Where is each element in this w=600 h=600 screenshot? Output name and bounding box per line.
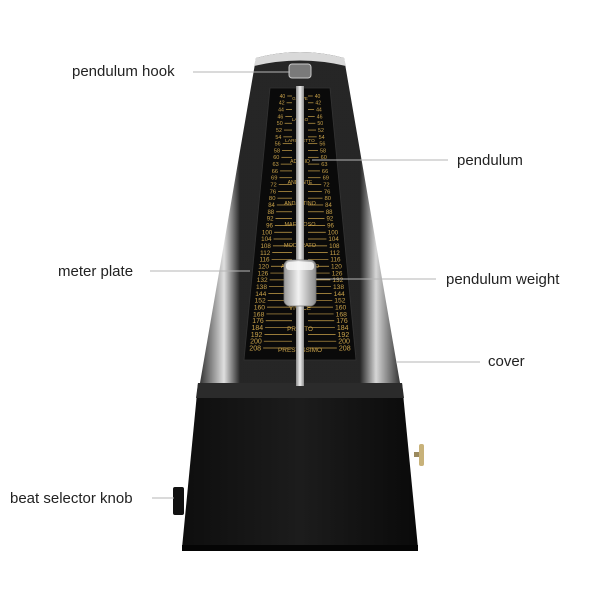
scale-number-right: 208 — [339, 344, 351, 352]
scale-number-right: 50 — [317, 121, 323, 127]
scale-number-right: 176 — [336, 318, 348, 325]
scale-number-right: 54 — [319, 135, 325, 141]
scale-number-left: 60 — [273, 155, 279, 161]
scale-number-right: 160 — [335, 305, 347, 312]
label-pendulum-weight: pendulum weight — [446, 271, 560, 288]
scale-number-left: 40 — [280, 94, 286, 100]
winding-key-icon[interactable] — [414, 444, 424, 466]
scale-number-left: 100 — [262, 229, 273, 236]
scale-number-right: 116 — [330, 257, 341, 264]
scale-number-right: 40 — [315, 94, 321, 100]
scale-number-right: 144 — [334, 291, 345, 298]
scale-number-left: 76 — [270, 189, 276, 195]
scale-number-right: 138 — [333, 284, 344, 291]
label-cover: cover — [488, 353, 525, 370]
scale-number-left: 54 — [275, 135, 281, 141]
scale-number-right: 66 — [322, 169, 328, 175]
scale-number-left: 160 — [254, 305, 266, 312]
scale-number-right: 58 — [320, 148, 326, 154]
scale-number-left: 112 — [260, 250, 271, 257]
scale-number-right: 76 — [324, 189, 330, 195]
scale-number-right: 112 — [330, 250, 341, 257]
scale-number-left: 80 — [269, 196, 276, 202]
scale-number-left: 44 — [278, 107, 284, 113]
scale-number-left: 116 — [259, 257, 270, 264]
scale-number-left: 108 — [260, 243, 271, 250]
scale-number-left: 96 — [266, 223, 273, 230]
scale-number-right: 192 — [338, 332, 350, 339]
pendulum-weight[interactable] — [283, 259, 317, 307]
scale-number-left: 52 — [276, 128, 282, 134]
scale-number-right: 63 — [321, 162, 327, 168]
label-pendulum-hook: pendulum hook — [72, 63, 175, 80]
scale-number-right: 42 — [315, 101, 321, 107]
scale-number-right: 46 — [317, 114, 323, 120]
scale-number-left: 192 — [251, 332, 263, 339]
scale-number-right: 104 — [328, 236, 339, 243]
scale-number-left: 63 — [272, 162, 278, 168]
scale-number-left: 56 — [275, 142, 281, 148]
scale-number-right: 92 — [326, 217, 333, 223]
scale-number-right: 72 — [323, 183, 329, 189]
scale-number-right: 100 — [328, 229, 339, 236]
scale-number-right: 80 — [325, 196, 332, 202]
scale-number-right: 126 — [332, 270, 343, 277]
label-beat-selector-knob: beat selector knob — [10, 490, 133, 507]
scale-number-left: 92 — [267, 217, 274, 223]
scale-number-left: 176 — [252, 318, 264, 325]
scale-number-left: 66 — [272, 169, 278, 175]
scale-number-left: 208 — [249, 344, 261, 352]
scale-number-right: 60 — [321, 155, 327, 161]
scale-number-right: 132 — [332, 277, 343, 284]
scale-number-left: 50 — [277, 121, 283, 127]
scale-number-right: 52 — [318, 128, 324, 134]
pendulum-hook — [288, 63, 312, 79]
scale-number-right: 120 — [331, 264, 342, 271]
scale-number-right: 108 — [329, 243, 340, 250]
scale-number-left: 46 — [277, 114, 283, 120]
label-pendulum: pendulum — [457, 152, 523, 169]
scale-number-left: 184 — [252, 325, 264, 332]
scale-number-left: 84 — [268, 203, 275, 209]
beat-selector-knob[interactable] — [173, 487, 184, 515]
pendulum-rod — [296, 86, 304, 386]
scale-number-left: 120 — [258, 264, 269, 271]
label-meter-plate: meter plate — [58, 263, 134, 280]
scale-number-left: 42 — [279, 101, 285, 107]
scale-number-right: 84 — [325, 203, 332, 209]
scale-number-right: 168 — [336, 311, 348, 318]
scale-number-left: 138 — [256, 284, 267, 291]
scale-number-right: 44 — [316, 107, 322, 113]
leader-lines — [150, 71, 480, 499]
scale-number-right: 88 — [326, 210, 333, 216]
scale-number-left: 144 — [255, 291, 266, 298]
scale-number-right: 69 — [323, 176, 329, 182]
scale-number-left: 132 — [257, 277, 268, 284]
scale-number-left: 200 — [250, 339, 262, 346]
scale-number-right: 96 — [327, 223, 334, 230]
scale-number-left: 104 — [261, 236, 272, 243]
scale-number-left: 72 — [270, 183, 276, 189]
scale-number-right: 152 — [334, 298, 345, 305]
scale-number-right: 56 — [319, 142, 325, 148]
metronome-base — [182, 383, 418, 551]
scale-number-right: 200 — [338, 339, 350, 346]
scale-number-right: 184 — [337, 325, 349, 332]
scale-number-left: 126 — [257, 270, 268, 277]
scale-number-left: 58 — [274, 148, 280, 154]
scale-number-left: 152 — [255, 298, 266, 305]
scale-number-left: 168 — [253, 311, 265, 318]
scale-number-left: 69 — [271, 176, 277, 182]
scale-number-left: 88 — [267, 210, 274, 216]
